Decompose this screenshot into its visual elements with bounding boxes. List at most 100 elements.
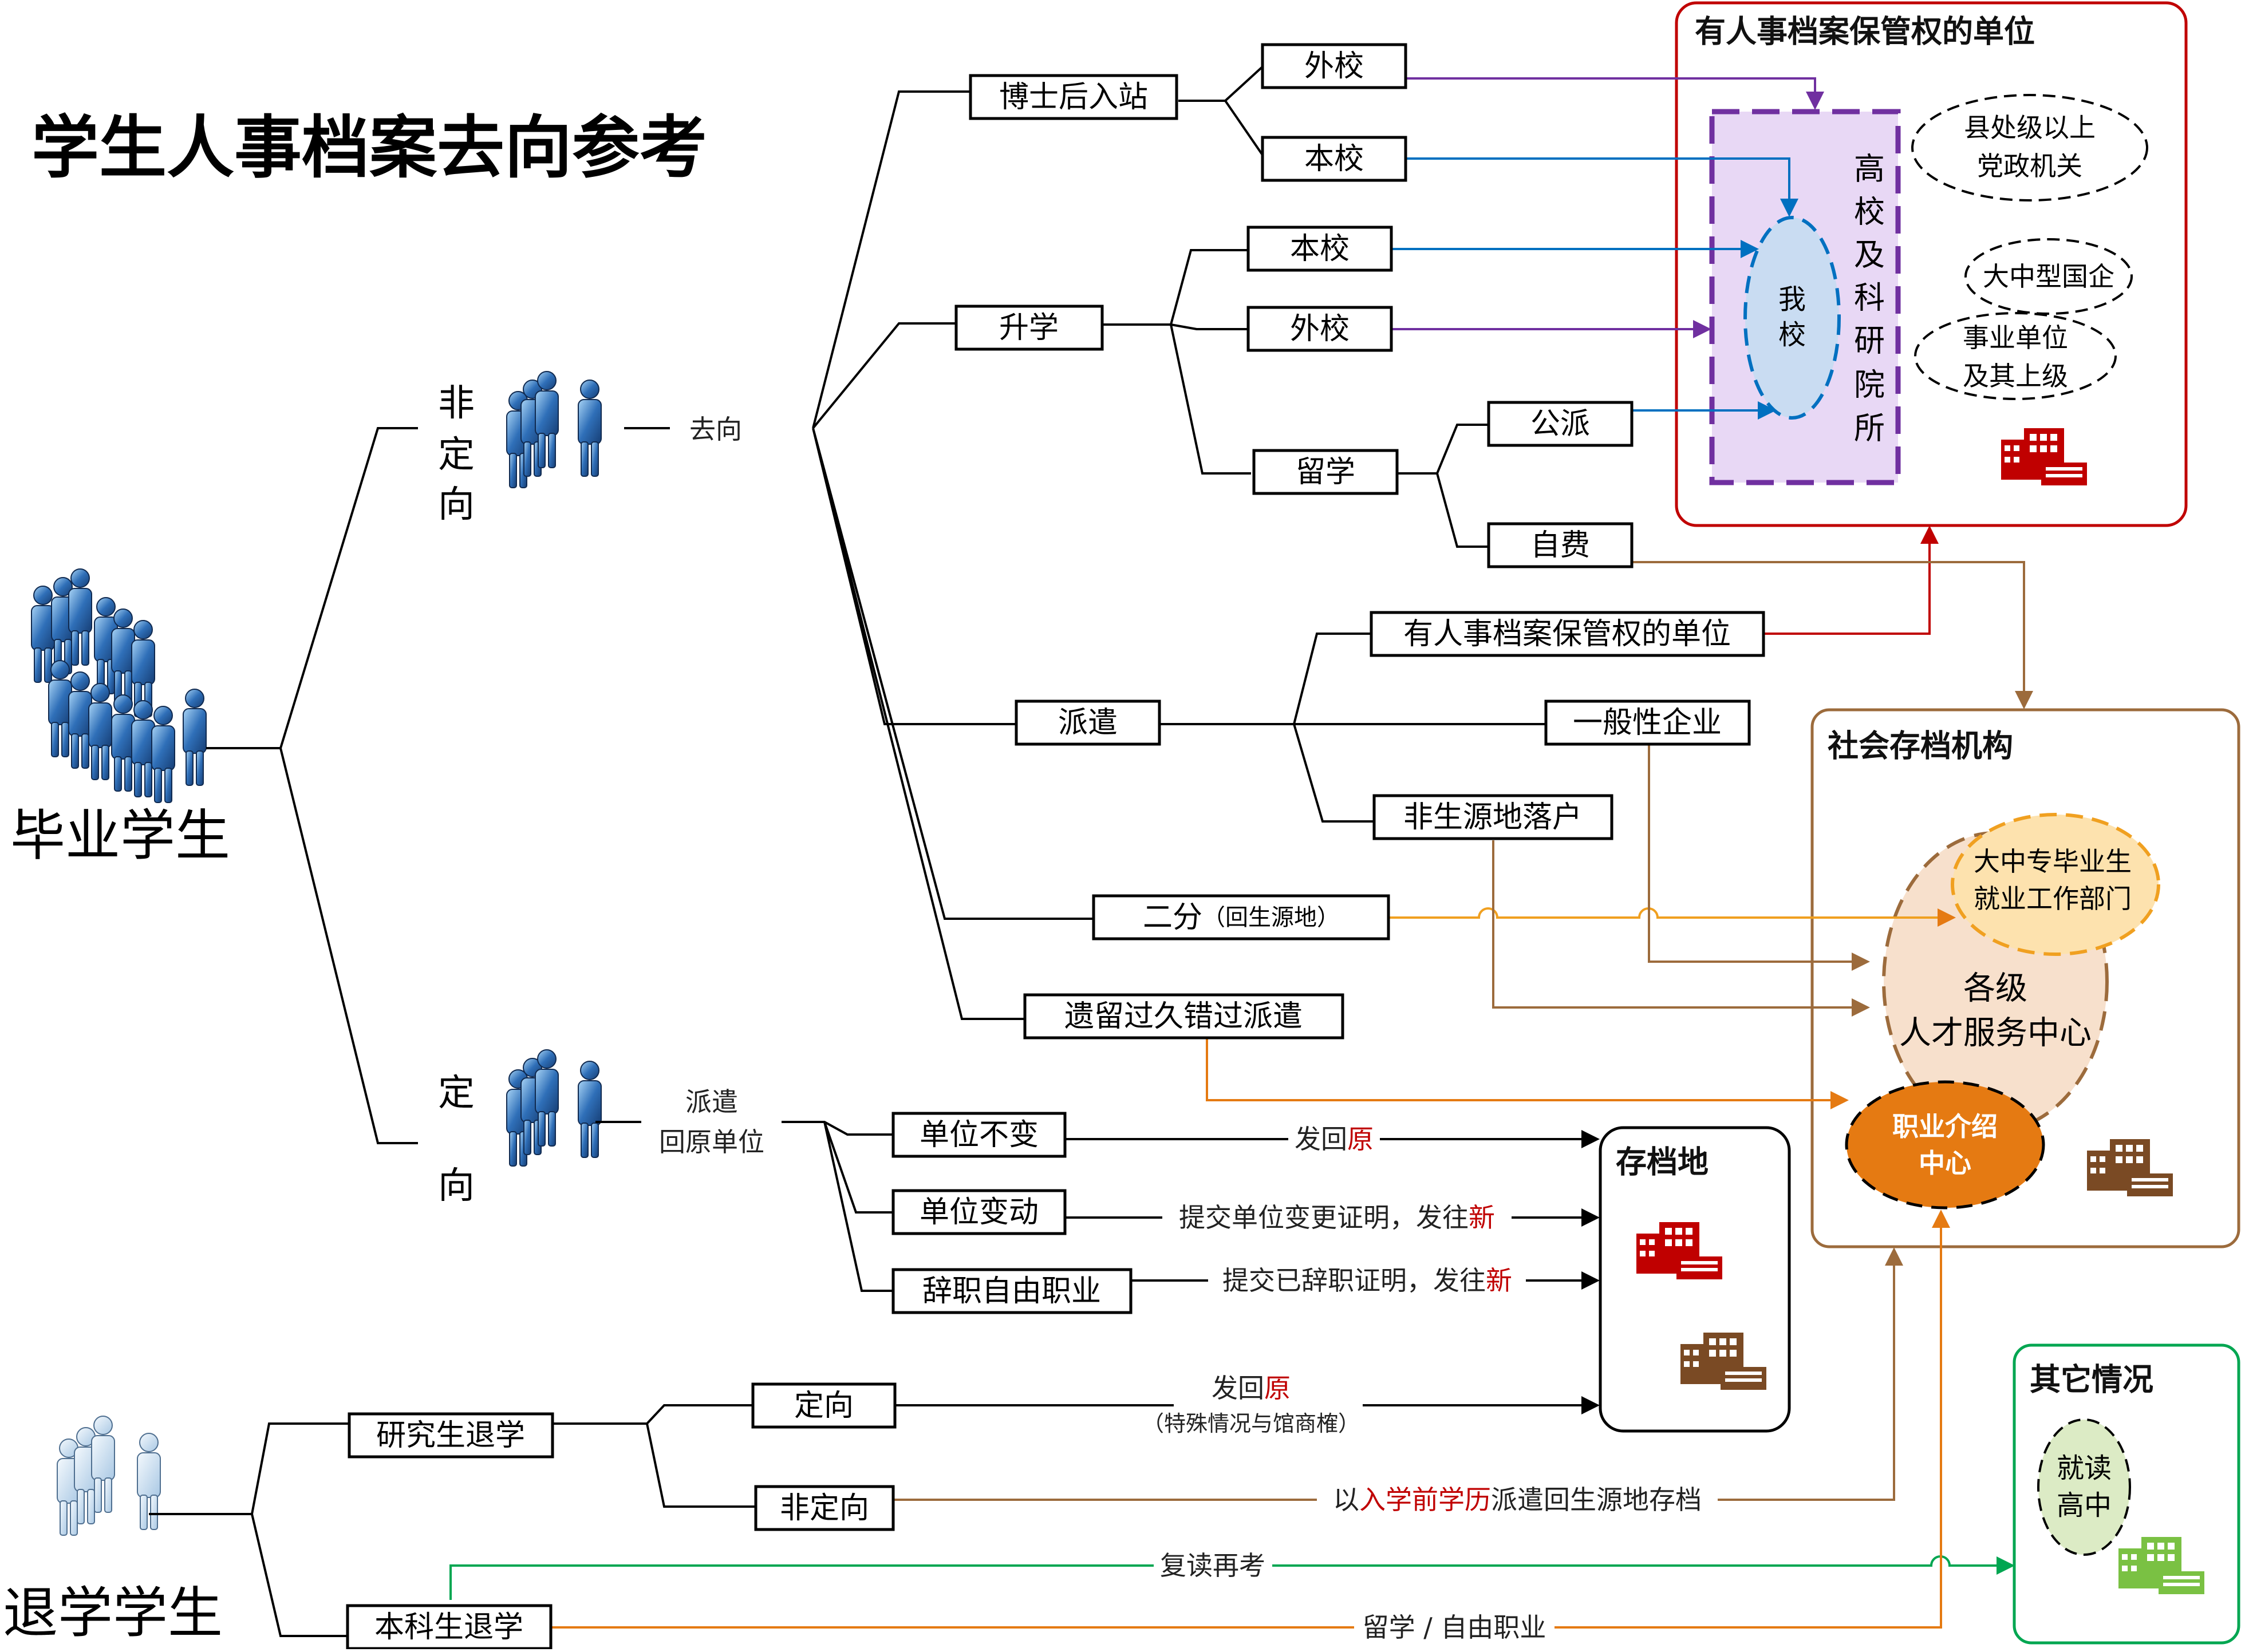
node-unit-with-right: 有人事档案保管权的单位 xyxy=(1370,611,1765,657)
our-school-ellipse xyxy=(1743,216,1841,420)
archive-panel-title: 存档地 xyxy=(1616,1144,1709,1180)
talent-2: 人才服务中心 xyxy=(1899,1015,2092,1052)
uni-char-7: 所 xyxy=(1854,410,1885,446)
svg-text:自费: 自费 xyxy=(1530,528,1590,563)
svg-text:辞职自由职业: 辞职自由职业 xyxy=(922,1274,1101,1309)
node-erfen: 二分（回生源地） xyxy=(1092,894,1390,940)
uni-char-3: 及 xyxy=(1854,237,1885,273)
directed-people-icon xyxy=(506,1049,602,1167)
tree-lines xyxy=(149,63,1546,1637)
talent-1: 各级 xyxy=(1963,970,2027,1007)
soe-label: 大中型国企 xyxy=(1983,261,2114,292)
graduates-people-icon xyxy=(31,568,207,803)
custody-panel-title: 有人事档案保管权的单位 xyxy=(1695,14,2035,50)
inst-line-2: 及其上级 xyxy=(1963,361,2068,392)
graduate-label: 毕业学生 xyxy=(10,804,230,868)
node-dropout-nondirected: 非定向 xyxy=(754,1485,895,1531)
svg-text:本校: 本校 xyxy=(1304,142,1364,176)
label-send-back-original: 发回原 xyxy=(1295,1124,1374,1155)
directed-char-1: 定 xyxy=(438,1072,475,1114)
our-school-2: 校 xyxy=(1778,319,1806,351)
label-nondirected-note: 以入学前学历派遣回生源地存档 xyxy=(1333,1484,1702,1515)
highschool-1: 就读 xyxy=(2057,1452,2112,1484)
other-panel-title: 其它情况 xyxy=(2030,1362,2153,1398)
uni-char-2: 校 xyxy=(1854,194,1885,230)
node-unit-same: 单位不变 xyxy=(891,1112,1067,1158)
node-ug-dropout: 本科生退学 xyxy=(346,1604,553,1650)
archive-arrows xyxy=(895,1139,1597,1405)
svg-text:外校: 外校 xyxy=(1290,312,1350,346)
svg-text:外校: 外校 xyxy=(1304,49,1364,84)
uni-char-5: 研 xyxy=(1854,323,1885,359)
uni-char-1: 高 xyxy=(1854,151,1885,187)
node-further-ours: 本校 xyxy=(1246,226,1393,272)
svg-text:非定向: 非定向 xyxy=(780,1491,869,1525)
employment-dept-1: 大中专毕业生 xyxy=(1974,846,2132,877)
svg-text:定向: 定向 xyxy=(794,1389,854,1423)
svg-text:派遣: 派遣 xyxy=(1058,706,1118,740)
label-abroad-free: 留学 / 自由职业 xyxy=(1363,1612,1546,1643)
dropout-label: 退学学生 xyxy=(3,1581,223,1645)
node-resign: 辞职自由职业 xyxy=(891,1268,1133,1314)
dropout-people-icon xyxy=(57,1416,161,1536)
svg-text:遗留过久错过派遣: 遗留过久错过派遣 xyxy=(1064,999,1303,1034)
label-repeat: 复读再考 xyxy=(1160,1550,1265,1581)
connectors xyxy=(449,77,2024,1629)
our-school-1: 我 xyxy=(1778,283,1806,315)
gov-ellipse xyxy=(1911,94,2148,201)
soe-ellipse xyxy=(1964,238,2133,315)
employment-dept-ellipse xyxy=(1951,813,2160,956)
svg-text:留学: 留学 xyxy=(1296,455,1355,489)
nondirected-char-3: 向 xyxy=(438,484,475,526)
svg-text:单位不变: 单位不变 xyxy=(920,1118,1039,1152)
node-further: 升学 xyxy=(954,305,1104,351)
nondirected-char-2: 定 xyxy=(438,434,475,476)
node-overdue: 遗留过久错过派遣 xyxy=(1023,993,1344,1040)
label-dropout-directed-note: （特殊情况与馆商榷） xyxy=(1142,1411,1360,1436)
label-dropout-directed: 发回原 xyxy=(1212,1373,1291,1404)
svg-text:一般性企业: 一般性企业 xyxy=(1573,706,1722,740)
agency-1: 职业介绍 xyxy=(1892,1111,1998,1142)
highschool-2: 高中 xyxy=(2057,1489,2112,1521)
agency-2: 中心 xyxy=(1919,1148,1971,1179)
node-dispatch: 派遣 xyxy=(1015,699,1161,746)
svg-text:公派: 公派 xyxy=(1530,407,1590,441)
employment-dept-2: 就业工作部门 xyxy=(1974,883,2132,914)
gov-line-1: 县处级以上 xyxy=(1964,112,2096,143)
erfen-text: 二分（回生源地） xyxy=(1143,900,1340,935)
uni-char-4: 科 xyxy=(1854,280,1885,316)
label-quxiang: 去向 xyxy=(689,414,742,445)
svg-text:研究生退学: 研究生退学 xyxy=(376,1418,525,1453)
node-postdoc-ours: 本校 xyxy=(1261,136,1407,182)
inst-ellipse xyxy=(1914,312,2117,400)
svg-text:本校: 本校 xyxy=(1290,232,1350,266)
svg-text:博士后入站: 博士后入站 xyxy=(999,80,1148,114)
directed-char-2: 向 xyxy=(438,1165,475,1207)
inst-line-1: 事业单位 xyxy=(1963,322,2068,353)
label-paiqian-1: 派遣 xyxy=(685,1086,738,1117)
node-grad-dropout: 研究生退学 xyxy=(348,1412,554,1459)
label-resign-note: 提交已辞职证明，发往新 xyxy=(1222,1265,1512,1296)
uni-char-6: 院 xyxy=(1854,367,1885,403)
svg-text:单位变动: 单位变动 xyxy=(920,1195,1039,1230)
svg-text:有人事档案保管权的单位: 有人事档案保管权的单位 xyxy=(1403,617,1731,651)
nondirected-people-icon xyxy=(506,371,602,488)
agency-ellipse xyxy=(1845,1080,2045,1210)
node-general-company: 一般性企业 xyxy=(1544,699,1751,746)
svg-text:非生源地落户: 非生源地落户 xyxy=(1403,800,1582,835)
node-dropout-directed: 定向 xyxy=(751,1382,897,1429)
node-postdoc: 博士后入站 xyxy=(969,74,1178,120)
svg-text:升学: 升学 xyxy=(999,311,1059,345)
svg-text:本科生退学: 本科生退学 xyxy=(374,1610,523,1645)
nondirected-char-1: 非 xyxy=(438,382,475,425)
node-abroad: 留学 xyxy=(1252,449,1399,495)
highschool-ellipse xyxy=(2037,1418,2131,1556)
label-paiqian-2: 回原单位 xyxy=(659,1127,764,1157)
node-postdoc-other: 外校 xyxy=(1261,43,1407,89)
node-unit-change: 单位变动 xyxy=(891,1189,1067,1235)
node-public: 公派 xyxy=(1487,401,1634,447)
university-vertical-text: 高 校 及 科 研 院 所 xyxy=(1854,151,1885,446)
node-further-other: 外校 xyxy=(1246,306,1393,352)
